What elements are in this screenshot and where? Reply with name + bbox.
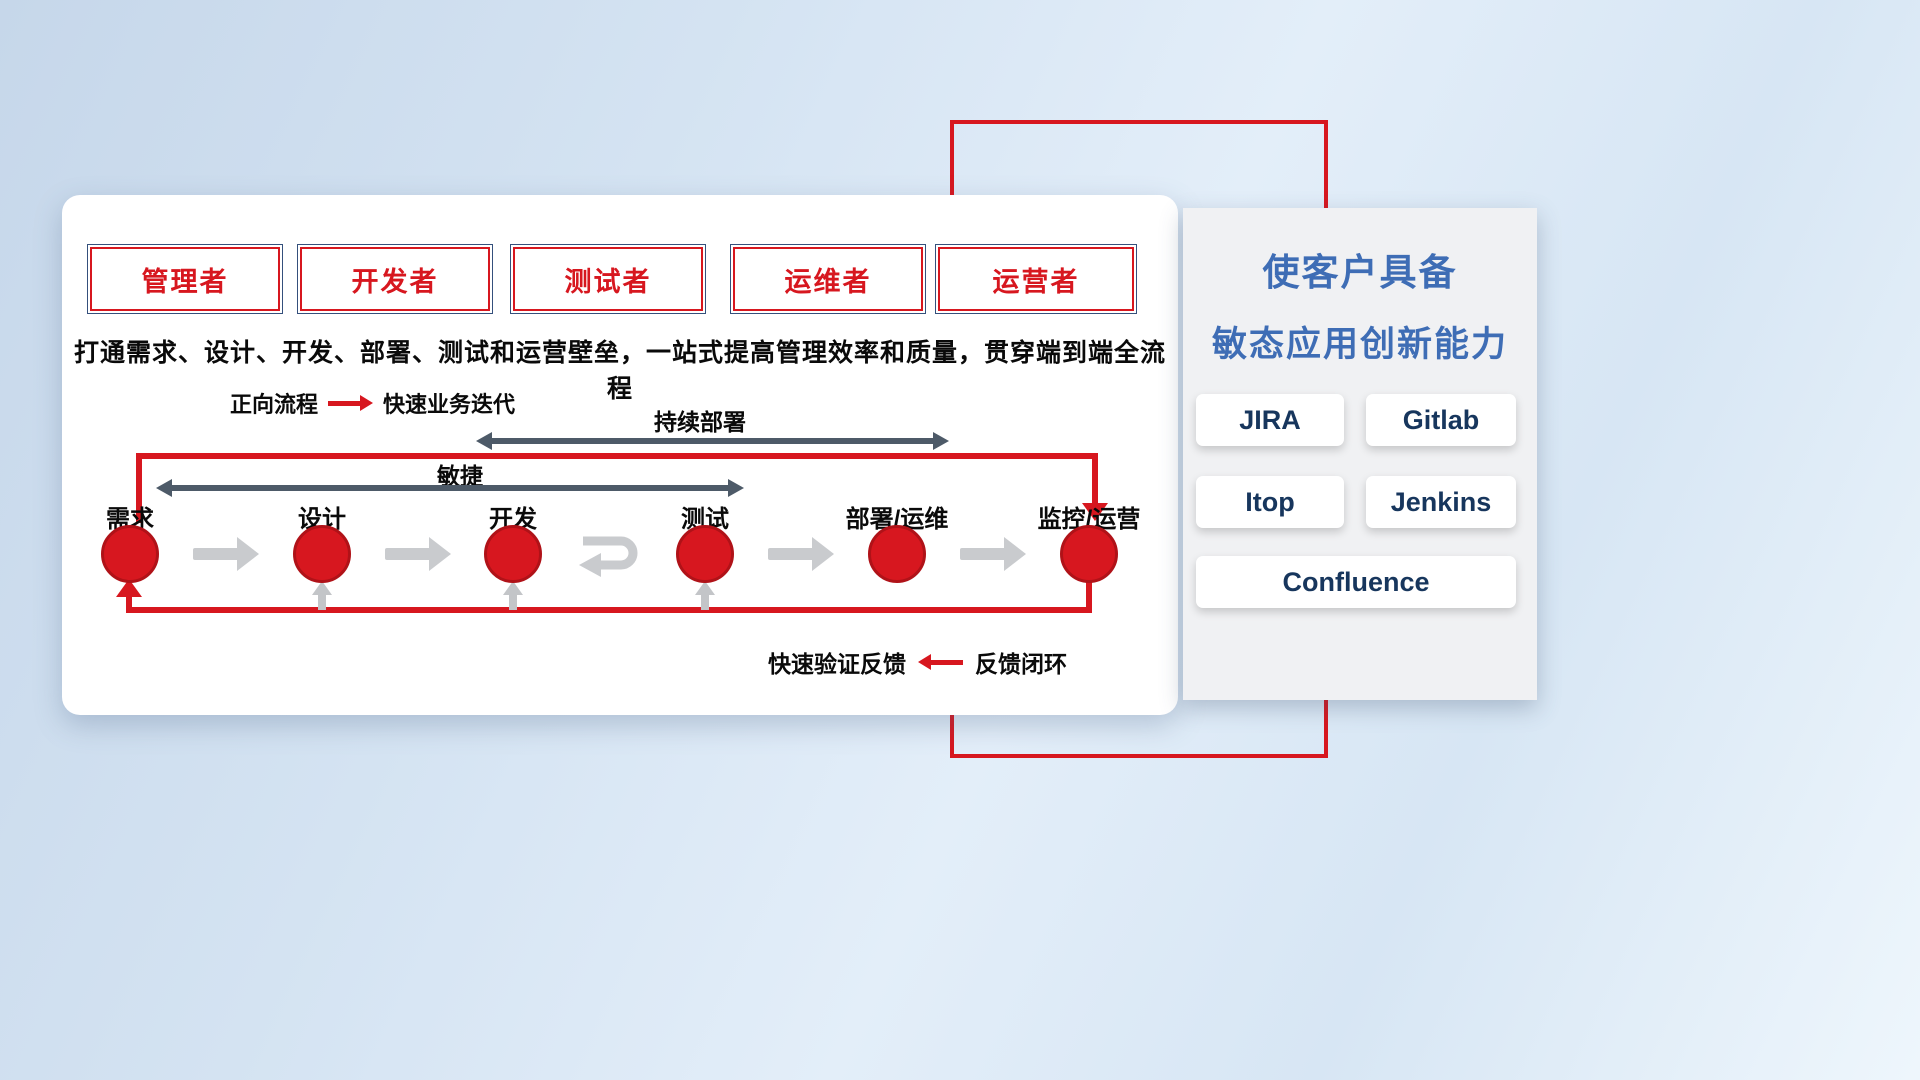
role-box-tester: 测试者: [510, 244, 706, 314]
forward-arrow-icon: [328, 395, 374, 411]
panel-description: 打通需求、设计、开发、部署、测试和运营壁垒，一站式提高管理效率和质量，贯穿端到端…: [73, 339, 1166, 403]
tool-label: JIRA: [1239, 404, 1301, 435]
role-box-ops: 运维者: [730, 244, 926, 314]
panel-title-line2: 敏态应用创新能力: [1211, 325, 1508, 364]
flow-arrow-icon: [960, 537, 1026, 571]
role-label: 测试者: [564, 266, 652, 297]
stage-node-design: [293, 525, 351, 583]
iteration-loop-icon: [579, 536, 638, 577]
tool-card-gitlab: Gitlab: [1366, 394, 1516, 446]
feedback-arrow-icon: [918, 654, 963, 670]
panel-title-line1: 使客户具备: [1262, 252, 1458, 293]
tool-label: Gitlab: [1402, 404, 1480, 435]
agile-span-arrow: [156, 479, 744, 497]
feedback-loop-line-right: [1086, 581, 1092, 611]
feedback-loop-arrow-up-icon: [116, 579, 142, 597]
stage-node-development: [484, 525, 542, 583]
tool-card-jenkins: Jenkins: [1366, 476, 1516, 528]
forward-loop-line-left: [136, 453, 142, 523]
forward-flow-desc: 快速业务迭代: [383, 392, 516, 417]
tool-label: Confluence: [1282, 566, 1430, 597]
flow-arrow-icon: [193, 537, 259, 571]
forward-loop-line-top: [136, 453, 1098, 459]
devops-flow-panel: 管理者 开发者 测试者 运维者 运营者 打通需求、设计、开发、部署、测试和运营壁…: [62, 195, 1178, 715]
tool-label: Jenkins: [1390, 486, 1492, 517]
forward-loop-line-right: [1092, 453, 1098, 505]
feedback-label: 反馈闭环: [975, 651, 1067, 677]
feedback-loop-line-bottom: [126, 607, 1092, 613]
stage-node-testing: [676, 525, 734, 583]
role-box-operator: 运营者: [935, 244, 1137, 314]
feedback-loop-line-left: [126, 593, 132, 613]
continuous-deploy-span-arrow: [476, 432, 949, 450]
forward-loop-arrow-down-icon: [1082, 503, 1108, 521]
agile-label: 敏捷: [437, 463, 483, 489]
feedback-legend: 快速验证反馈 反馈闭环: [768, 645, 1067, 679]
tools-panel: 使客户具备 敏态应用创新能力 JIRA Gitlab Itop Jenkins …: [1183, 208, 1537, 700]
role-label: 管理者: [141, 266, 229, 297]
role-box-developer: 开发者: [297, 244, 493, 314]
tool-card-jira: JIRA: [1196, 394, 1344, 446]
tool-label: Itop: [1245, 486, 1295, 517]
feedback-desc: 快速验证反馈: [768, 651, 906, 677]
role-label: 开发者: [351, 266, 439, 297]
continuous-deploy-label: 持续部署: [654, 409, 746, 435]
stage-node-deploy-ops: [868, 525, 926, 583]
stage-node-monitor-operate: [1060, 525, 1118, 583]
tool-card-confluence: Confluence: [1196, 556, 1516, 608]
role-label: 运维者: [784, 266, 872, 297]
tool-card-itop: Itop: [1196, 476, 1344, 528]
flow-arrow-icon: [768, 537, 834, 571]
forward-flow-legend: 正向流程 快速业务迭代: [230, 387, 515, 419]
role-label: 运营者: [992, 266, 1080, 297]
flow-arrow-icon: [385, 537, 451, 571]
forward-flow-label: 正向流程: [230, 392, 319, 417]
role-box-manager: 管理者: [87, 244, 283, 314]
stage-node-requirements: [101, 525, 159, 583]
